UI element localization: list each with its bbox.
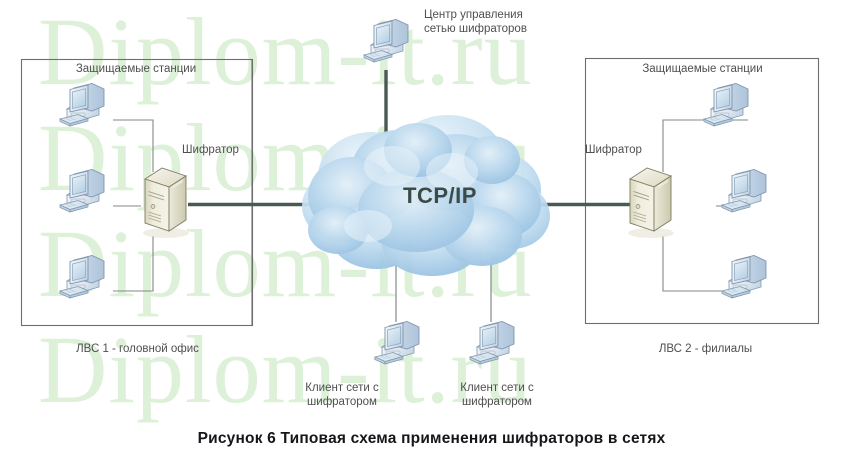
control-center-label: Центр управления сетью шифраторов — [424, 9, 527, 35]
left-workstation-1 — [59, 83, 105, 127]
right-encryptor-server — [627, 167, 675, 239]
client-left-label: Клиент сети с шифратором — [305, 382, 379, 408]
client-drop-links — [395, 262, 492, 322]
right-encryptor-label: Шифратор — [585, 144, 642, 156]
client-pc-left — [374, 321, 420, 365]
left-workstation-3 — [59, 255, 105, 299]
left-encryptor-server — [142, 167, 190, 239]
right-workstation-3 — [721, 255, 767, 299]
lan-2-label: ЛВС 2 - филиалы — [658, 343, 753, 355]
control-center-pc — [363, 19, 409, 63]
lan-2-box — [584, 57, 820, 325]
lan-1-box — [20, 58, 254, 327]
client-pc-right — [469, 321, 515, 365]
lan-1-label: ЛВС 1 - головной офис — [76, 343, 199, 355]
client-right-label: Клиент сети с шифратором — [460, 382, 534, 408]
figure-caption: Рисунок 6 Типовая схема применения шифра… — [197, 430, 666, 447]
lan-1-links — [113, 119, 154, 292]
left-protected-stations-label: Защищаемые станции — [75, 63, 197, 75]
left-encryptor-label: Шифратор — [182, 144, 239, 156]
tcpip-cloud — [302, 115, 550, 276]
right-protected-stations-label: Защищаемые станции — [642, 63, 763, 75]
diagram-graphics — [20, 19, 820, 365]
left-workstation-2 — [59, 169, 105, 213]
right-workstation-2 — [721, 169, 767, 213]
tcpip-label: TCP/IP — [403, 183, 477, 208]
